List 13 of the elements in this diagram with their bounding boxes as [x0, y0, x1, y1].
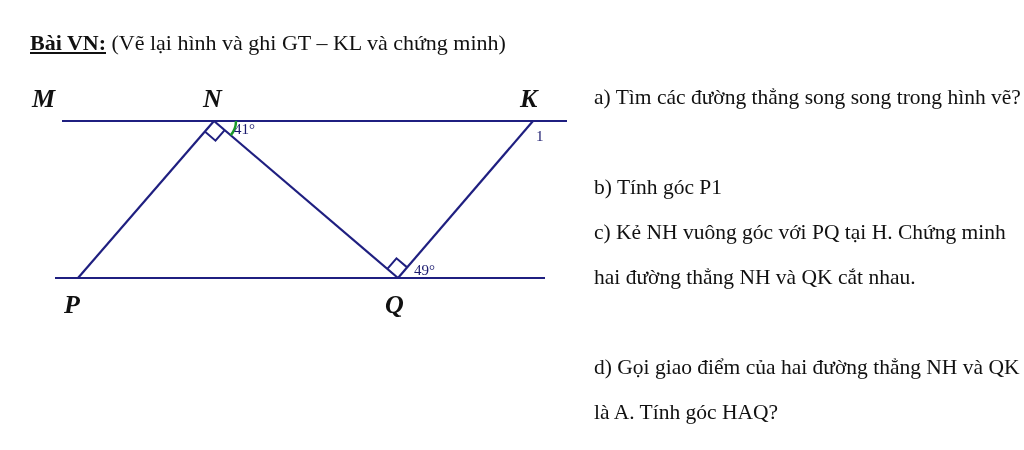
point-label: M: [32, 84, 56, 114]
point-label: Q: [385, 290, 404, 320]
question-text: c) Kẻ NH vuông góc với PQ tại H. Chứng minh hai đường thẳng NH và QK cắt nhau.: [594, 219, 1007, 291]
exercise-title: Bài VN: (Vẽ lại hình và ghi GT – KL và chứng minh): [30, 30, 506, 56]
angle-label: 41°: [234, 121, 255, 138]
point-label: P: [64, 290, 80, 320]
angle-label: 1: [536, 128, 544, 145]
question-text: d) Gọi giao điểm của hai đường thẳng NH và QK là A. Tính góc HAQ?: [594, 354, 1021, 426]
point-label: N: [203, 84, 222, 114]
question-text: a) Tìm các đường thẳng song song trong hình vẽ?: [594, 84, 1022, 111]
point-label: K: [520, 84, 538, 114]
question-text: b) Tính góc P1: [594, 174, 723, 201]
angle-label: 49°: [414, 262, 435, 279]
